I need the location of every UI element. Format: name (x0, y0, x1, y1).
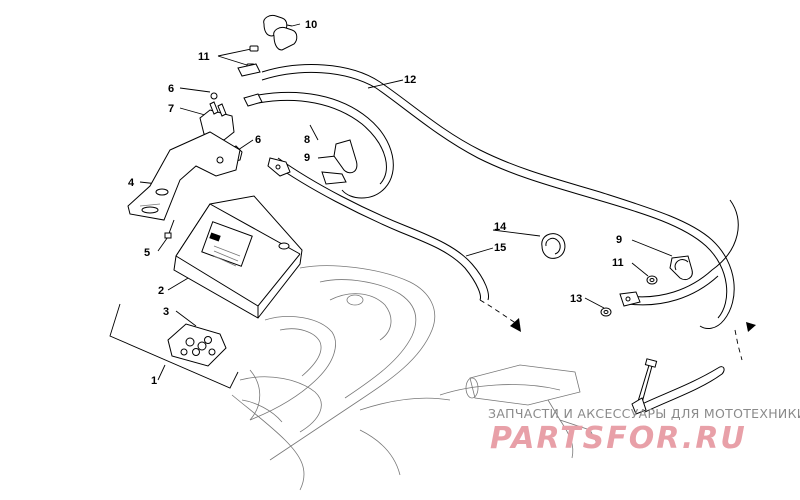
battery-pad-3 (167, 323, 227, 367)
terminal-cover-10 (263, 15, 298, 51)
arrow-right-ground-cable (746, 322, 756, 332)
watermark: ЗАПЧАСТИ И АКСЕССУАРЫ ДЛЯ МОТОТЕХНИКИ PA… (488, 406, 800, 456)
callout-9b: 9 (616, 234, 622, 246)
callout-11b: 11 (612, 257, 624, 269)
watermark-tagline: ЗАПЧАСТИ И АКСЕССУАРЫ ДЛЯ МОТОТЕХНИКИ (488, 406, 800, 421)
relay-7 (199, 92, 235, 141)
callout-3: 3 (163, 306, 169, 318)
ground-cable (627, 199, 743, 361)
terminal-boot-9 (321, 139, 358, 185)
battery-2 (173, 195, 303, 319)
callout-14: 14 (494, 221, 507, 233)
callout-6: 6 (168, 83, 174, 95)
callout-1: 1 (151, 375, 157, 387)
callout-8: 8 (304, 134, 310, 146)
callout-11: 11 (198, 51, 210, 63)
cable-clip-14 (541, 233, 566, 259)
arrow-left-cable-15 (510, 318, 521, 332)
cable-12 (261, 64, 735, 329)
callout-13: 13 (570, 293, 582, 305)
direction-arrows (510, 318, 756, 332)
callout-labels: 10 11 12 6 7 6 8 9 4 5 2 3 1 14 15 9 11 … (128, 19, 624, 387)
cable-8 (257, 91, 394, 199)
battery-bracket-4 (127, 131, 241, 221)
callout-2: 2 (158, 285, 164, 297)
cable-lugs-battery (267, 157, 291, 177)
ground-lug (619, 291, 641, 307)
washer-13 (600, 307, 612, 317)
scooter-frame-outline (231, 265, 561, 491)
callout-4: 4 (128, 177, 135, 189)
watermark-logo: PARTSFOR.RU (490, 421, 747, 456)
starter-motor-outline (465, 364, 599, 459)
callout-15: 15 (494, 242, 506, 254)
ground-cable-short (631, 366, 725, 415)
callout-9: 9 (304, 152, 310, 164)
callout-5: 5 (144, 247, 150, 259)
terminal-lugs-top (237, 63, 263, 107)
terminal-boot-9b (669, 255, 693, 281)
nut-11b (646, 275, 658, 285)
callout-7: 7 (168, 103, 174, 115)
callout-10: 10 (305, 19, 317, 31)
screw-5 (164, 219, 175, 239)
callout-6b: 6 (255, 134, 261, 146)
callout-12: 12 (404, 74, 416, 86)
cable-15 (271, 157, 521, 327)
